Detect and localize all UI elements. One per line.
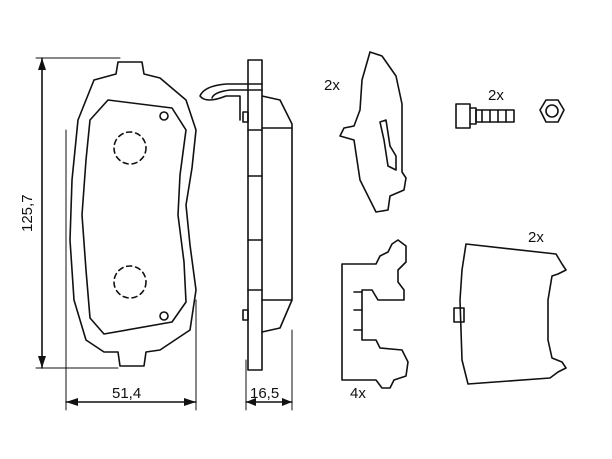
hex-nut-part <box>539 99 565 123</box>
lower-clip-part <box>341 239 409 389</box>
thickness-label: 16,5 <box>250 385 280 402</box>
brake-pad-side-view <box>199 59 293 371</box>
width-label: 51,4 <box>112 385 142 402</box>
height-dimension <box>35 57 121 369</box>
thickness-dimension <box>245 329 293 411</box>
bolt-part <box>455 103 515 129</box>
upper-clip-part <box>339 51 407 213</box>
width-dimension <box>65 129 197 411</box>
bolt-quantity: 2x <box>488 87 504 104</box>
lower-clip-quantity: 4x <box>350 385 366 402</box>
brake-pad-front-view <box>69 61 197 367</box>
height-label: 125,7 <box>19 194 36 232</box>
upper-clip-quantity: 2x <box>324 77 340 94</box>
right-plate-part <box>453 243 567 385</box>
right-plate-quantity: 2x <box>528 229 544 246</box>
